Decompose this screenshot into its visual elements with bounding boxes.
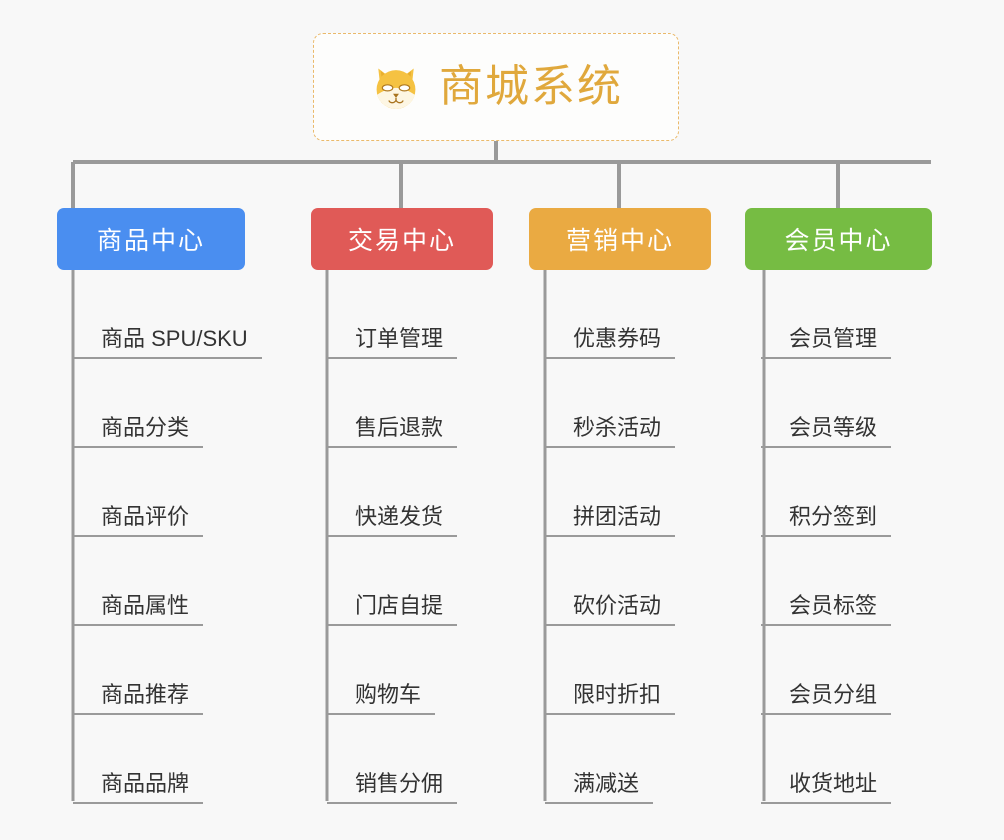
leaf-label: 商品属性 — [73, 593, 204, 626]
leaf-label: 商品推荐 — [73, 682, 204, 715]
leaf-item[interactable]: 快递发货 — [327, 448, 458, 537]
leaf-label: 商品 SPU/SKU — [73, 326, 262, 359]
leaf-list-3: 优惠券码 秒杀活动 拼团活动 砍价活动 限时折扣 满减送 — [545, 270, 676, 804]
leaf-item[interactable]: 会员管理 — [761, 270, 892, 359]
leaf-item[interactable]: 门店自提 — [327, 537, 458, 626]
leaf-item[interactable]: 商品推荐 — [73, 626, 262, 715]
leaf-item[interactable]: 商品品牌 — [73, 715, 262, 804]
leaf-item[interactable]: 商品 SPU/SKU — [73, 270, 262, 359]
leaf-label: 会员管理 — [761, 326, 892, 359]
branch-header-2[interactable]: 交易中心 — [311, 208, 493, 270]
leaf-item[interactable]: 会员等级 — [761, 359, 892, 448]
leaf-item[interactable]: 收货地址 — [761, 715, 892, 804]
leaf-item[interactable]: 订单管理 — [327, 270, 458, 359]
leaf-item[interactable]: 销售分佣 — [327, 715, 458, 804]
leaf-label: 优惠券码 — [545, 326, 676, 359]
leaf-label: 限时折扣 — [545, 682, 676, 715]
leaf-item[interactable]: 商品评价 — [73, 448, 262, 537]
leaf-label: 商品评价 — [73, 504, 204, 537]
leaf-label: 订单管理 — [327, 326, 458, 359]
leaf-label: 砍价活动 — [545, 593, 676, 626]
root-title: 商城系统 — [439, 62, 623, 111]
leaf-item[interactable]: 商品分类 — [73, 359, 262, 448]
branch-column-3: 营销中心 优惠券码 秒杀活动 拼团活动 砍价活动 限时折扣 满减送 — [529, 208, 711, 804]
branch-header-label-2: 交易中心 — [347, 227, 456, 255]
leaf-label: 秒杀活动 — [545, 415, 676, 448]
leaf-label: 收货地址 — [761, 771, 892, 804]
root-node[interactable]: 商城系统 — [313, 33, 679, 141]
leaf-label: 会员等级 — [761, 415, 892, 448]
leaf-item[interactable]: 拼团活动 — [545, 448, 676, 537]
branch-header-3[interactable]: 营销中心 — [529, 208, 711, 270]
leaf-item[interactable]: 限时折扣 — [545, 626, 676, 715]
leaf-label: 购物车 — [327, 682, 436, 715]
branch-header-1[interactable]: 商品中心 — [57, 208, 245, 270]
leaf-list-4: 会员管理 会员等级 积分签到 会员标签 会员分组 收货地址 — [761, 270, 892, 804]
leaf-label: 快递发货 — [327, 504, 458, 537]
branch-header-label-3: 营销中心 — [565, 227, 674, 255]
leaf-label: 拼团活动 — [545, 504, 676, 537]
leaf-label: 满减送 — [545, 771, 654, 804]
leaf-label: 会员标签 — [761, 593, 892, 626]
branch-header-label-4: 会员中心 — [784, 227, 893, 255]
leaf-item[interactable]: 商品属性 — [73, 537, 262, 626]
branch-column-2: 交易中心 订单管理 售后退款 快递发货 门店自提 购物车 销售分佣 — [311, 208, 493, 804]
leaf-label: 会员分组 — [761, 682, 892, 715]
leaf-label: 积分签到 — [761, 504, 892, 537]
leaf-item[interactable]: 满减送 — [545, 715, 675, 804]
leaf-item[interactable]: 优惠券码 — [545, 270, 676, 359]
leaf-item[interactable]: 积分签到 — [761, 448, 892, 537]
leaf-list-1: 商品 SPU/SKU 商品分类 商品评价 商品属性 商品推荐 商品品牌 — [73, 270, 262, 804]
leaf-label: 售后退款 — [327, 415, 458, 448]
leaf-label: 商品分类 — [73, 415, 204, 448]
leaf-item[interactable]: 秒杀活动 — [545, 359, 676, 448]
branch-header-label-1: 商品中心 — [96, 227, 205, 255]
leaf-label: 销售分佣 — [327, 771, 458, 804]
branch-column-4: 会员中心 会员管理 会员等级 积分签到 会员标签 会员分组 收货地址 — [745, 208, 932, 804]
leaf-item[interactable]: 会员标签 — [761, 537, 892, 626]
leaf-label: 门店自提 — [327, 593, 458, 626]
branch-column-1: 商品中心 商品 SPU/SKU 商品分类 商品评价 商品属性 商品推荐 商品品牌 — [57, 208, 262, 804]
leaf-item[interactable]: 会员分组 — [761, 626, 892, 715]
shiba-dog-face-icon — [376, 68, 416, 109]
leaf-item[interactable]: 售后退款 — [327, 359, 458, 448]
leaf-label: 商品品牌 — [73, 771, 204, 804]
leaf-item[interactable]: 砍价活动 — [545, 537, 676, 626]
branch-header-4[interactable]: 会员中心 — [745, 208, 932, 270]
leaf-list-2: 订单管理 售后退款 快递发货 门店自提 购物车 销售分佣 — [327, 270, 458, 804]
leaf-item[interactable]: 购物车 — [327, 626, 457, 715]
